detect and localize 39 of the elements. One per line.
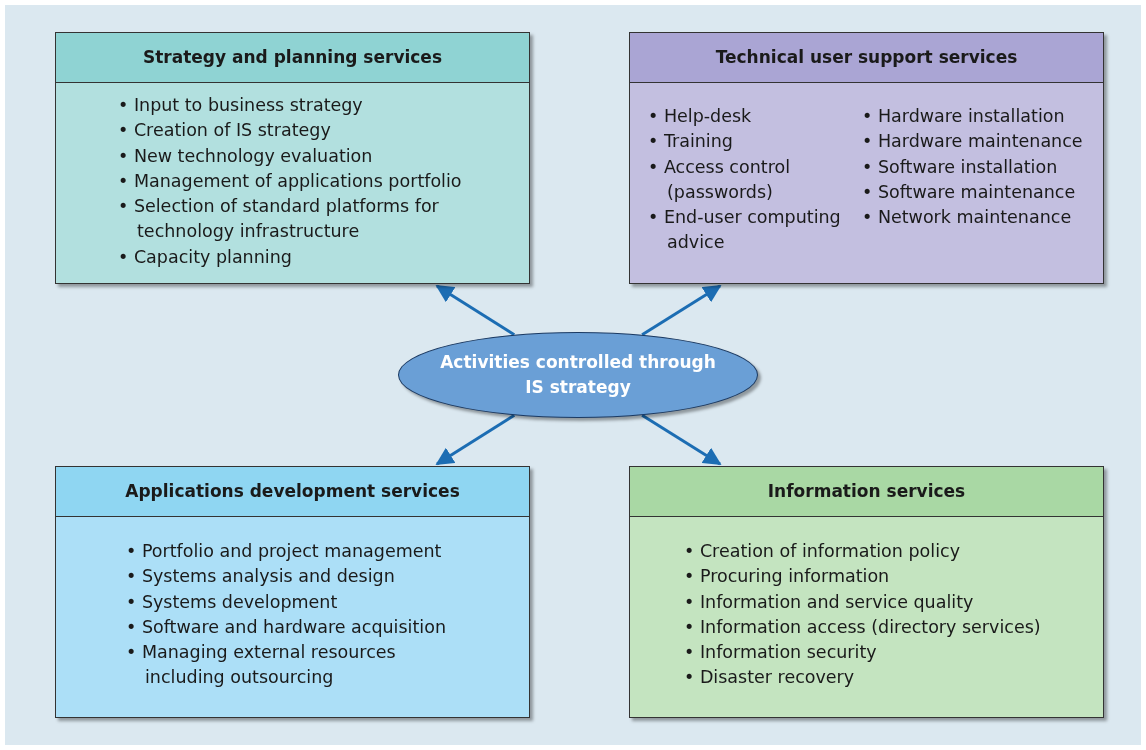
list-item: • End-user computing advice — [648, 206, 842, 255]
list-item: • Systems development — [126, 590, 339, 614]
list-item: • Selection of standard platforms for technology infrastructure — [118, 195, 440, 244]
list-item: • Portfolio and project management — [126, 540, 443, 563]
list-item: • Information security — [684, 641, 878, 665]
box-heading: Technical user support services — [630, 33, 1103, 83]
service-box — [55, 466, 530, 718]
list-item: • Creation of IS strategy — [118, 119, 332, 143]
service-box — [629, 466, 1104, 718]
list-item: • Hardware maintenance — [862, 130, 1084, 154]
list-item: • Hardware installation — [862, 105, 1066, 128]
list-item: • Disaster recovery — [684, 666, 856, 690]
arrow — [641, 284, 722, 337]
box-heading: Strategy and planning services — [56, 33, 529, 83]
box-heading: Applications development services — [56, 467, 529, 517]
node-label: Activities controlled through IS strategy — [439, 351, 717, 399]
list-item: • Training — [648, 130, 734, 154]
list-item: • Input to business strategy — [118, 94, 364, 117]
service-box — [55, 32, 530, 284]
arrow — [641, 413, 722, 466]
list-item: • Software installation — [862, 155, 1059, 179]
list-item: • Management of applications portfolio — [118, 169, 463, 193]
service-box — [629, 32, 1104, 284]
list-item: • Systems analysis and design — [126, 565, 396, 589]
arrow — [435, 413, 516, 466]
list-item: • Software maintenance — [862, 180, 1077, 204]
arrow — [435, 284, 516, 337]
list-item: • New technology evaluation — [118, 144, 374, 168]
list-item: • Creation of information policy — [684, 540, 961, 563]
list-item: • Network maintenance — [862, 206, 1073, 230]
list-item: • Managing external resources including outsourcing — [126, 641, 397, 690]
list-item: • Procuring information — [684, 565, 891, 589]
list-item: • Information and service quality — [684, 590, 975, 614]
list-item: • Capacity planning — [118, 245, 293, 269]
list-item: • Software and hardware acquisition — [126, 615, 447, 639]
list-item: • Access control (passwords) — [648, 155, 792, 204]
list-item: • Information access (directory services) — [684, 615, 1041, 639]
list-item: • Help-desk — [648, 105, 753, 128]
box-heading: Information services — [630, 467, 1103, 517]
